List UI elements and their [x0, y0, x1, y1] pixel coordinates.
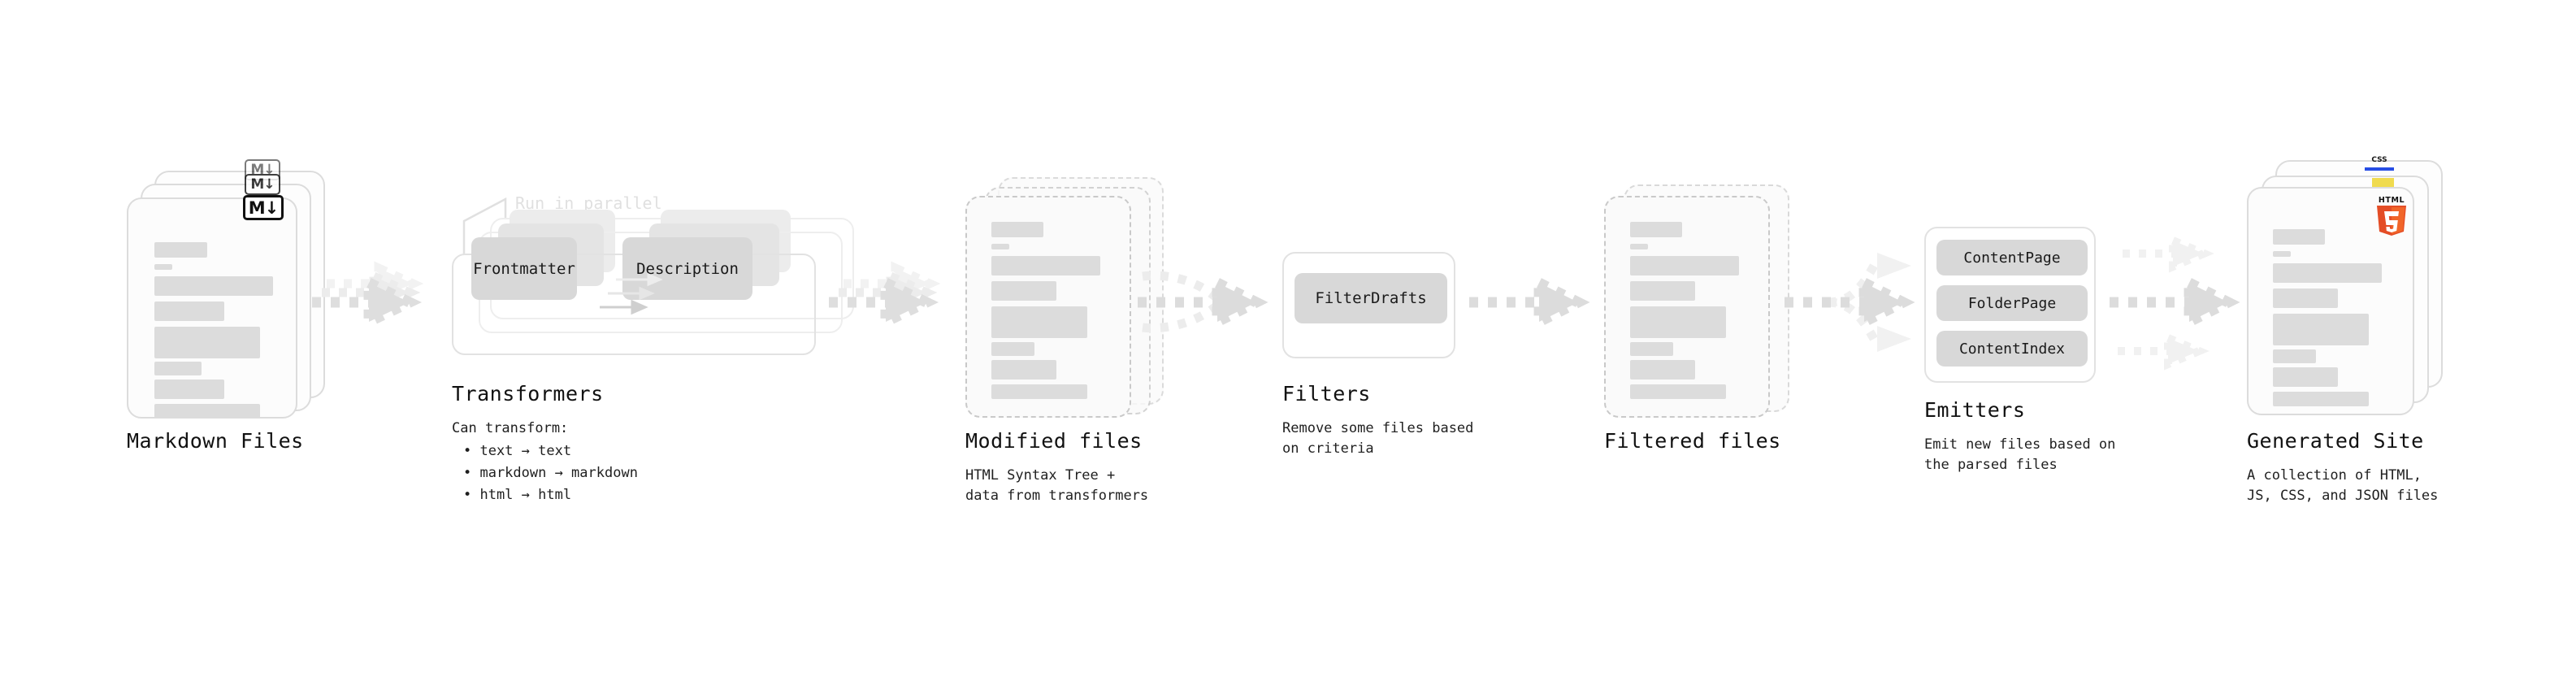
skeleton-line: [154, 327, 260, 358]
skeleton-line: [991, 306, 1087, 338]
skeleton-line: [1630, 256, 1739, 275]
skeleton-line: [154, 380, 224, 399]
skeleton-line: [2273, 314, 2369, 345]
skeleton-line: [1630, 360, 1695, 380]
skeleton-line: [154, 264, 172, 270]
chip-description-label: Description: [636, 259, 739, 278]
connector-md-to-transformers: [312, 261, 424, 331]
stage-title-markdown-files: Markdown Files: [127, 429, 304, 453]
skeleton-line: [154, 242, 207, 258]
skeleton-line: [2273, 251, 2291, 257]
skeleton-line: [1630, 281, 1695, 301]
skeleton-line: [154, 276, 273, 296]
skeleton-line: [2273, 349, 2316, 363]
stage-title-modified-files: Modified files: [965, 429, 1143, 453]
skeleton-line: [154, 362, 202, 375]
chip-folderpage[interactable]: FolderPage: [1936, 285, 2088, 321]
modified-file-card-front: [965, 196, 1131, 418]
chip-contentindex[interactable]: ContentIndex: [1936, 331, 2088, 367]
skeleton-line: [991, 281, 1056, 301]
skeleton-line: [2273, 367, 2338, 387]
skeleton-line: [991, 244, 1009, 249]
stage-subtitle-generated-site: A collection of HTML, JS, CSS, and JSON …: [2247, 467, 2439, 504]
connector-modified-to-filters: [1138, 271, 1268, 333]
stage-title-filters: Filters: [1282, 382, 1371, 406]
connector-filters-to-filtered: [1469, 274, 1590, 331]
chip-filterdrafts-label: FilterDrafts: [1315, 289, 1427, 307]
markdown-badge-icon: M↓: [243, 195, 284, 220]
connector-emitters-to-site: [2110, 234, 2240, 371]
stage-subtitle-modified-files: HTML Syntax Tree + data from transformer…: [965, 467, 1149, 504]
filters-box: FilterDrafts: [1282, 252, 1455, 358]
stage-title-generated-site: Generated Site: [2247, 429, 2424, 453]
chip-folderpage-label: FolderPage: [1967, 294, 2057, 312]
transform-bullet-2: • html → html: [463, 487, 572, 503]
connector-transformers-to-modified: [829, 261, 941, 331]
skeleton-line: [1630, 342, 1673, 356]
chip-frontmatter[interactable]: Frontmatter: [471, 237, 577, 300]
skeleton-line: [991, 384, 1087, 399]
stage-title-transformers: Transformers: [452, 382, 604, 406]
css-badge-icon: [2365, 167, 2394, 171]
chip-frontmatter-label: Frontmatter: [473, 259, 575, 278]
skeleton-line: [2273, 263, 2382, 283]
skeleton-line: [2273, 288, 2338, 308]
chip-contentpage-label: ContentPage: [1963, 249, 2061, 267]
skeleton-line: [2273, 229, 2325, 245]
skeleton-line: [991, 342, 1034, 356]
emitters-box: ContentPage FolderPage ContentIndex: [1924, 227, 2096, 383]
skeleton-line: [991, 360, 1056, 380]
stage-subtitle-emitters: Emit new files based on the parsed files: [1924, 436, 2116, 473]
transform-bullet-1: • markdown → markdown: [463, 465, 638, 481]
skeleton-line: [154, 301, 224, 321]
chip-contentindex-label: ContentIndex: [1958, 340, 2066, 358]
markdown-badge-icon-mid: M↓: [245, 174, 280, 195]
skeleton-line: [991, 256, 1100, 275]
skeleton-line: [991, 222, 1043, 237]
svg-text:HTML: HTML: [2379, 196, 2405, 205]
chip-filterdrafts[interactable]: FilterDrafts: [1295, 273, 1447, 323]
stage-title-filtered-files: Filtered files: [1604, 429, 1781, 453]
transform-bullet-0: • text → text: [463, 443, 572, 459]
stage-subtitle-filters: Remove some files based on criteria: [1282, 420, 1474, 457]
markdown-file-card-front: [127, 197, 297, 419]
skeleton-line: [1630, 222, 1682, 237]
skeleton-line: [1630, 384, 1726, 399]
filtered-file-card-front: [1604, 196, 1770, 418]
skeleton-line: [2273, 392, 2369, 406]
skeleton-line: [154, 404, 260, 419]
skeleton-line: [1630, 306, 1726, 338]
stage-title-emitters: Emitters: [1924, 398, 2026, 422]
connector-filtered-to-emitters: [1785, 253, 1915, 352]
skeleton-line: [1630, 244, 1648, 249]
chip-contentpage[interactable]: ContentPage: [1936, 240, 2088, 275]
stage-subtitle-transformers: Can transform:: [452, 420, 569, 436]
css-badge-label: CSS: [2371, 156, 2387, 164]
